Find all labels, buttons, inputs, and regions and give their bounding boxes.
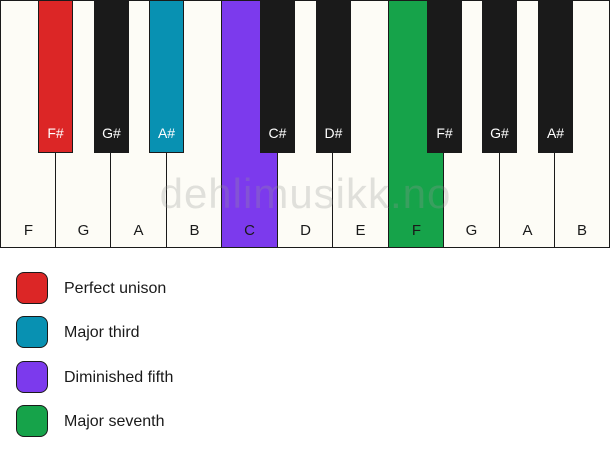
legend-label: Diminished fifth [64, 369, 174, 386]
legend-label: Perfect unison [64, 280, 167, 297]
black-key-c-sharp: C# [260, 0, 295, 153]
key-label: C [244, 222, 255, 239]
key-label: F# [47, 125, 64, 141]
key-label: B [576, 222, 587, 239]
black-key-a-sharp-upper: A# [538, 0, 573, 153]
key-label: B [189, 222, 200, 239]
key-label: C# [268, 125, 287, 141]
key-label: A# [546, 125, 565, 141]
black-key-a-sharp: A# [149, 0, 184, 153]
color-swatch [16, 316, 48, 348]
legend-item-major-seventh: Major seventh [16, 405, 576, 439]
color-swatch [16, 405, 48, 437]
key-label: A [133, 222, 144, 239]
key-label: D [300, 222, 311, 239]
key-label: G# [490, 125, 509, 141]
legend-label: Major seventh [64, 413, 165, 430]
black-key-d-sharp: D# [316, 0, 351, 153]
key-label: G [77, 222, 90, 239]
legend-item-perfect-unison: Perfect unison [16, 272, 576, 306]
legend-label: Major third [64, 324, 140, 341]
black-key-g-sharp: G# [94, 0, 129, 153]
legend-item-diminished-fifth: Diminished fifth [16, 361, 576, 395]
watermark: dehlimusikk.no [159, 170, 452, 217]
key-label: F [23, 222, 34, 239]
key-label: F [411, 222, 422, 239]
key-label: D# [324, 125, 343, 141]
color-swatch [16, 272, 48, 304]
piano-keyboard: F G A B C D E F G A B F# G# A# C# D# [0, 0, 610, 248]
key-label: G [465, 222, 478, 239]
black-key-g-sharp-upper: G# [482, 0, 517, 153]
color-swatch [16, 361, 48, 393]
key-label: F# [436, 125, 453, 141]
black-key-f-sharp-upper: F# [427, 0, 462, 153]
key-label: G# [102, 125, 121, 141]
key-label: A# [157, 125, 176, 141]
legend-item-major-third: Major third [16, 316, 576, 350]
black-key-f-sharp: F# [38, 0, 73, 153]
key-label: A [522, 222, 533, 239]
key-label: E [355, 222, 366, 239]
